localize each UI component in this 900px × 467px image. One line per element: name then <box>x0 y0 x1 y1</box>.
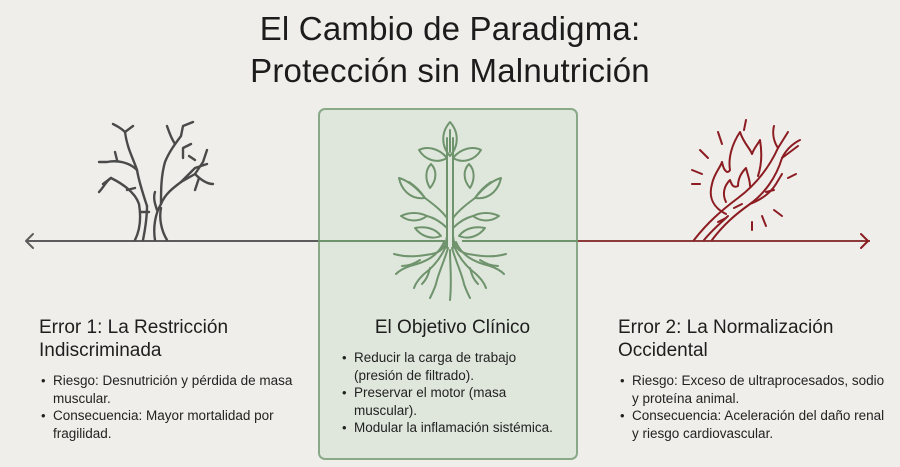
list-item: Riesgo: Exceso de ultraprocesados, sodio… <box>618 372 888 407</box>
error-2-heading: Error 2: La Normalización Occidental <box>618 317 834 361</box>
clinical-objective-heading: El Objetivo Clínico <box>374 317 531 338</box>
error-1-column: Error 1: La Restricción Indiscriminada R… <box>39 316 309 442</box>
list-item: Modular la inflamación sistémica. <box>340 419 565 437</box>
list-item: Consecuencia: Aceleración del daño renal… <box>618 407 888 442</box>
burning-tree-icon <box>691 119 801 241</box>
title-line-2: Protección sin Malnutrición <box>250 52 650 89</box>
arrow-right-icon <box>860 233 869 249</box>
roots-icon <box>393 236 507 301</box>
clinical-objective-bullets: Reducir la carga de trabajo (presión de … <box>340 349 565 437</box>
arrow-left-icon <box>25 233 34 249</box>
dead-tree-icon <box>97 120 215 242</box>
list-item: Reducir la carga de trabajo (presión de … <box>340 349 565 384</box>
clinical-objective-column: El Objetivo Clínico Reducir la carga de … <box>340 316 565 437</box>
list-item: Riesgo: Desnutrición y pérdida de masa m… <box>39 372 309 407</box>
error-2-column: Error 2: La Normalización Occidental Rie… <box>618 316 888 442</box>
list-item: Preservar el motor (masa muscular). <box>340 384 565 419</box>
list-item: Consecuencia: Mayor mortalidad por fragi… <box>39 407 309 442</box>
error-2-bullets: Riesgo: Exceso de ultraprocesados, sodio… <box>618 372 888 442</box>
healthy-tree-with-roots-icon <box>398 121 502 249</box>
page-title: El Cambio de Paradigma: Protección sin M… <box>0 8 900 92</box>
title-line-1: El Cambio de Paradigma: <box>259 10 641 47</box>
error-1-heading: Error 1: La Restricción Indiscriminada <box>39 317 229 361</box>
error-1-bullets: Riesgo: Desnutrición y pérdida de masa m… <box>39 372 309 442</box>
